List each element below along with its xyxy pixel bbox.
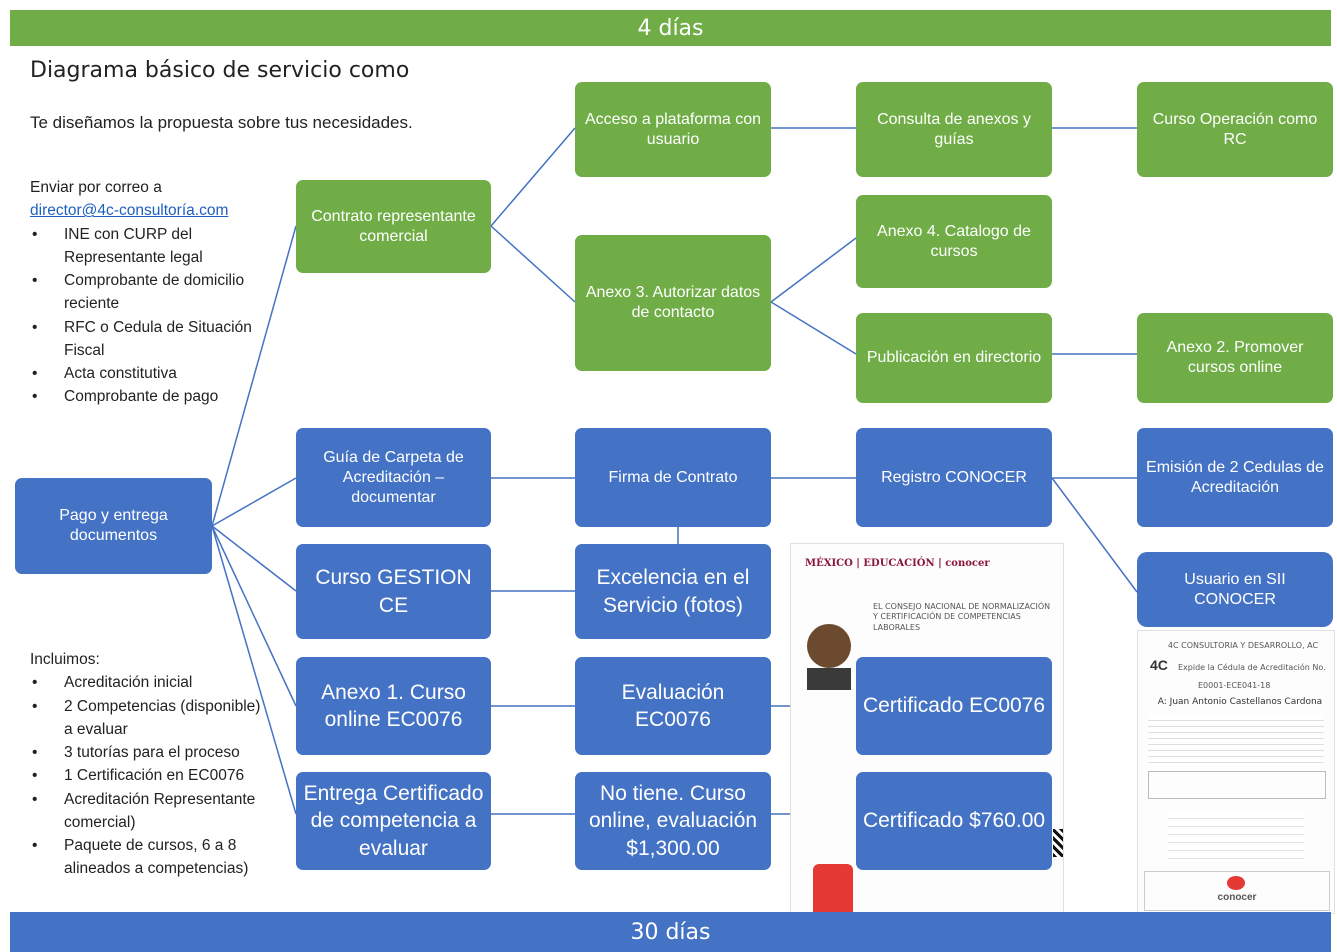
contrato-box: Contrato representante comercial bbox=[296, 180, 491, 273]
connector-pago-entrega bbox=[211, 525, 297, 815]
top-banner-label: 4 días bbox=[637, 15, 704, 41]
qr-code-icon bbox=[1053, 829, 1063, 857]
cedula-table bbox=[1148, 771, 1326, 799]
firma-box: Firma de Contrato bbox=[575, 428, 771, 527]
list-item: 3 tutorías para el proceso bbox=[30, 741, 270, 765]
certificate-council: EL CONSEJO NACIONAL DE NORMALIZACIÓN Y C… bbox=[873, 602, 1051, 632]
certificate-header: MÉXICO | EDUCACIÓN | conocer bbox=[805, 558, 990, 569]
list-item: Comprobante de domicilio reciente bbox=[30, 269, 270, 316]
list-item: Acta constitutiva bbox=[30, 362, 270, 386]
curso-rc-box: Curso Operación como RC bbox=[1137, 82, 1333, 177]
connector-anexo3-anexo4 bbox=[770, 237, 857, 303]
conocer-footer: conocer bbox=[1144, 871, 1330, 911]
publicacion-box: Publicación en directorio bbox=[856, 313, 1052, 403]
top-banner: 4 días bbox=[10, 10, 1331, 46]
anexo3-box: Anexo 3. Autorizar datos de contacto bbox=[575, 235, 771, 371]
list-item: Paquete de cursos, 6 a 8 alineados a com… bbox=[30, 834, 270, 881]
bottom-banner: 30 días bbox=[10, 912, 1331, 952]
cedula-org: 4C CONSULTORIA Y DESARROLLO, AC bbox=[1167, 641, 1319, 650]
list-item: INE con CURP del Representante legal bbox=[30, 223, 270, 270]
anexo1-box: Anexo 1. Curso online EC0076 bbox=[296, 657, 491, 755]
photo-image bbox=[807, 624, 851, 668]
bottom-banner-label: 30 días bbox=[630, 919, 711, 945]
cert-precio-box: Certificado $760.00 bbox=[856, 772, 1052, 870]
excelencia-box: Excelencia en el Servicio (fotos) bbox=[575, 544, 771, 639]
conocer-logo-icon bbox=[1227, 876, 1245, 890]
cedula-name: A: Juan Antonio Castellanos Cardona bbox=[1157, 697, 1323, 707]
connector-pago-guia bbox=[211, 477, 297, 527]
anexo4-box: Anexo 4. Catalogo de cursos bbox=[856, 195, 1052, 288]
includes-heading: Incluimos: bbox=[30, 651, 100, 668]
gestion-box: Curso GESTION CE bbox=[296, 544, 491, 639]
list-item: Acreditación Representante comercial) bbox=[30, 788, 270, 835]
connector-contrato-acceso bbox=[490, 127, 576, 227]
connector-pago-gestion bbox=[211, 525, 297, 592]
4c-logo-icon: 4C bbox=[1150, 657, 1168, 673]
includes-block: Incluimos: Acreditación inicial 2 Compet… bbox=[30, 648, 270, 881]
send-list: INE con CURP del Representante legal Com… bbox=[30, 223, 270, 409]
anexo2-box: Anexo 2. Promover cursos online bbox=[1137, 313, 1333, 403]
list-item: Comprobante de pago bbox=[30, 385, 270, 409]
registro-box: Registro CONOCER bbox=[856, 428, 1052, 527]
cedula-text-lines bbox=[1148, 715, 1324, 765]
send-documents-block: Enviar por correo a director@4c-consulto… bbox=[30, 176, 270, 409]
send-intro: Enviar por correo a bbox=[30, 179, 162, 196]
includes-list: Acreditación inicial 2 Competencias (dis… bbox=[30, 671, 270, 880]
cert-ec-box: Certificado EC0076 bbox=[856, 657, 1052, 755]
conocer-footer-label: conocer bbox=[1217, 892, 1257, 903]
connector-registro-usuario bbox=[1051, 477, 1138, 593]
cedula-number: E0001-ECE041-18 bbox=[1198, 681, 1271, 690]
cedula-issue: Expide la Cédula de Acreditación No. bbox=[1178, 663, 1326, 672]
pago-box: Pago y entrega documentos bbox=[15, 478, 212, 574]
page-subtitle: Te diseñamos la propuesta sobre tus nece… bbox=[30, 113, 413, 132]
acceso-box: Acceso a plataforma con usuario bbox=[575, 82, 771, 177]
photo-shoulders bbox=[807, 668, 851, 690]
connector-pago-anexo1 bbox=[211, 525, 297, 707]
cedula-image: 4C CONSULTORIA Y DESARROLLO, AC 4C Expid… bbox=[1137, 630, 1335, 914]
list-item: 2 Competencias (disponible) a evaluar bbox=[30, 695, 270, 742]
guia-box: Guía de Carpeta de Acreditación – docume… bbox=[296, 428, 491, 527]
entrega-box: Entrega Certificado de competencia a eva… bbox=[296, 772, 491, 870]
no-tiene-box: No tiene. Curso online, evaluación $1,30… bbox=[575, 772, 771, 870]
list-item: RFC o Cedula de Situación Fiscal bbox=[30, 316, 270, 363]
email-link[interactable]: director@4c-consultoría.com bbox=[30, 202, 229, 220]
red-decoration bbox=[813, 864, 853, 914]
consulta-box: Consulta de anexos y guías bbox=[856, 82, 1052, 177]
page-title: Diagrama básico de servicio como bbox=[30, 58, 410, 83]
connector-contrato-anexo3 bbox=[490, 225, 576, 303]
emision-box: Emisión de 2 Cedulas de Acreditación bbox=[1137, 428, 1333, 527]
list-item: 1 Certificación en EC0076 bbox=[30, 764, 270, 788]
evaluacion-box: Evaluación EC0076 bbox=[575, 657, 771, 755]
connector-anexo3-publicacion bbox=[770, 301, 857, 355]
usuario-sii-box: Usuario en SII CONOCER bbox=[1137, 552, 1333, 627]
list-item: Acreditación inicial bbox=[30, 671, 270, 695]
cedula-signature-lines bbox=[1168, 811, 1304, 861]
